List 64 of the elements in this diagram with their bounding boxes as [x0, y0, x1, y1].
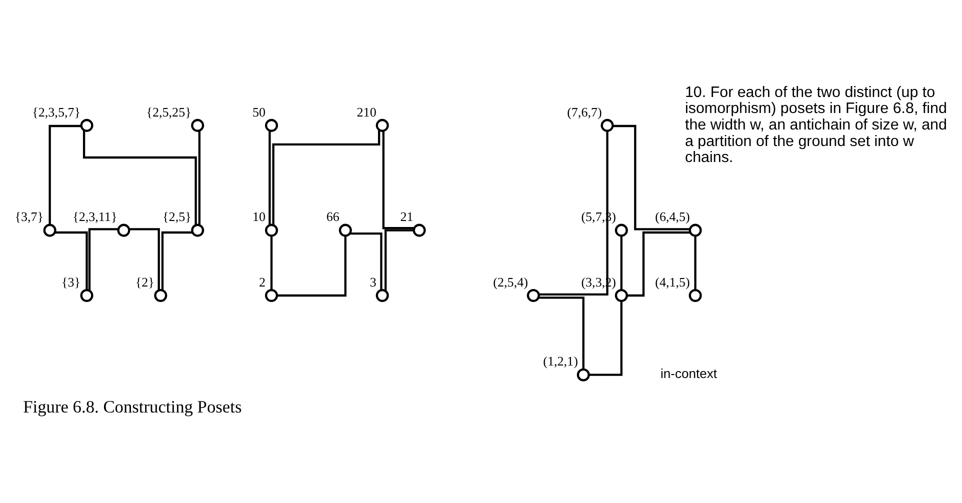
connector	[694, 236, 696, 290]
connector	[54, 231, 88, 290]
node-label: {2,3,5,7}	[32, 104, 80, 120]
connector	[272, 130, 380, 225]
node-circle	[154, 288, 167, 302]
node-label: {3}	[60, 274, 80, 290]
node-label: (1,2,1)	[542, 354, 578, 369]
node-label: 210	[356, 104, 376, 120]
node-label: 50	[252, 104, 266, 120]
connector	[349, 232, 382, 290]
connector	[270, 236, 272, 290]
node-circle	[412, 224, 426, 237]
node-circle	[116, 224, 130, 237]
connector	[276, 236, 346, 297]
label: in-context	[660, 366, 717, 382]
connector	[538, 131, 608, 296]
node-circle	[264, 118, 278, 132]
node-label: {2,5,25}	[146, 104, 191, 120]
node-circle	[190, 118, 204, 132]
node-label: 66	[326, 209, 339, 224]
connector	[384, 229, 414, 291]
node-circle	[264, 288, 278, 302]
node-circle	[614, 288, 628, 302]
node-circle	[42, 224, 56, 237]
node-label: {2}	[134, 274, 154, 290]
node-label: 2	[258, 274, 266, 290]
node-circle	[80, 118, 93, 132]
node-label: {3,7}	[14, 209, 44, 224]
connector	[612, 124, 690, 230]
connector	[538, 296, 584, 370]
node-circle	[688, 224, 702, 237]
node-circle	[264, 224, 278, 237]
node-label: (4,1,5)	[654, 274, 690, 290]
node-circle	[80, 288, 93, 302]
connector	[198, 130, 200, 226]
node-circle	[688, 288, 702, 302]
connector	[128, 228, 160, 290]
node-circle	[600, 118, 614, 132]
node-label: (7,6,7)	[566, 104, 602, 120]
node-circle	[576, 368, 590, 382]
node-circle	[375, 118, 388, 132]
connector	[626, 231, 690, 297]
connector	[620, 236, 622, 290]
node-circle	[614, 224, 628, 237]
caption: Figure 6.8. Constructing Posets	[22, 398, 242, 417]
connector	[160, 231, 192, 290]
connector	[82, 130, 196, 226]
node-label: (2,5,4)	[492, 274, 528, 290]
node-circle	[526, 288, 540, 302]
node-circle	[375, 288, 388, 302]
node-label: {2,3,11}	[72, 209, 117, 224]
node-label: {2,5}	[162, 209, 191, 224]
node-circle	[338, 224, 352, 237]
label: 10. For each of the two distinct (up to isomorphism) posets in Figure 6.8, find the width w, an antichain of size w, and a partition of the ground set into w chains.	[684, 84, 946, 166]
connector	[588, 301, 622, 376]
node-circle	[190, 224, 204, 237]
node-label: 3	[369, 274, 376, 290]
node-label: 10	[252, 209, 266, 224]
node-label: 21	[400, 209, 413, 224]
connector	[382, 130, 414, 230]
connector	[88, 228, 118, 291]
node-label: (6,4,5)	[654, 209, 690, 224]
connector	[48, 124, 81, 225]
connector	[268, 130, 270, 226]
